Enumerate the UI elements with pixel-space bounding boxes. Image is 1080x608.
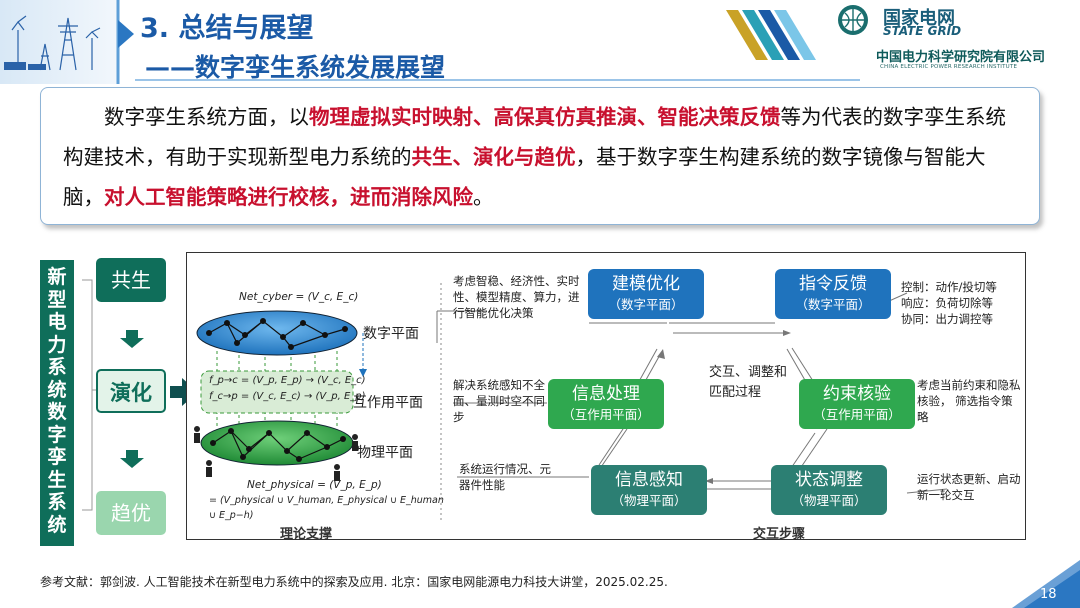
note-command-2: 响应：负荷切除等 — [901, 296, 993, 310]
summary-text-4: 。 — [473, 185, 494, 209]
vertical-label: 新型电力系统数字孪生系统 — [47, 266, 67, 536]
node-subtitle: （物理平面） — [791, 493, 867, 508]
page-number: 18 — [1040, 587, 1057, 602]
stage-symbiosis: 共生 — [96, 258, 166, 302]
node-state-adjustment: 状态调整 （物理平面） — [771, 465, 887, 515]
layer-label-interaction: 互作用平面 — [353, 395, 423, 411]
summary-text-1: 数字孪生系统方面，以 — [104, 105, 309, 129]
logo-text-cn: 国家电网 — [883, 8, 955, 29]
layer-label-digital: 数字平面 — [363, 326, 419, 342]
note-state-adjustment: 运行状态更新、启动新一轮交互 — [917, 472, 1021, 502]
summary-emphasis-3: 对人工智能策略进行校核，进而消除风险 — [104, 185, 473, 209]
node-info-processing: 信息处理 （互作用平面） — [548, 379, 664, 429]
summary-text-2: 等为代表的数字孪生系统构建技术，有助于实现新型电力系统的 — [63, 105, 1006, 169]
mapping-p-to-c: f_p→c = (V_p, E_p) → (V_c, E_c) — [209, 375, 366, 386]
reference-text: 参考文献：郭剑波. 人工智能技术在新型电力系统中的探索及应用. 北京：国家电网能… — [40, 575, 668, 589]
net-physical-expansion-2: ∪ E_p−h) — [209, 510, 254, 521]
node-subtitle: （数字平面） — [795, 297, 871, 312]
theory-caption: 理论支撑 — [280, 527, 333, 542]
node-command-feedback: 指令反馈 （数字平面） — [775, 269, 891, 319]
vertical-label-box — [40, 260, 74, 546]
header-banner: 3. 总结与展望 ——数字孪生系统发展展望 国家电网 STATE GRID 中国… — [0, 0, 1080, 84]
node-modeling-optimization: 建模优化 （数字平面） — [588, 269, 704, 319]
node-subtitle: （互作用平面） — [562, 407, 650, 422]
node-subtitle: （物理平面） — [611, 493, 687, 508]
summary-paragraph: 数字孪生系统方面，以物理虚拟实时映射、高保真仿真推演、智能决策反馈等为代表的数字… — [63, 97, 1023, 217]
node-title: 状态调整 — [795, 470, 863, 490]
node-title: 建模优化 — [612, 274, 680, 294]
net-cyber-formula: Net_cyber = (V_c, E_c) — [239, 291, 359, 303]
note-command-1: 控制：动作/投切等 — [901, 280, 997, 294]
node-title: 信息处理 — [572, 384, 640, 404]
interaction-caption: 交互步骤 — [753, 527, 806, 542]
node-constraint-check: 约束核验 （互作用平面） — [799, 379, 915, 429]
node-title: 信息感知 — [615, 470, 683, 490]
summary-emphasis-1: 物理虚拟实时映射、高保真仿真推演、智能决策反馈 — [309, 105, 781, 129]
node-subtitle: （数字平面） — [608, 297, 684, 312]
node-title: 指令反馈 — [799, 274, 867, 294]
header-graphics — [0, 0, 868, 84]
page-title: 3. 总结与展望 — [140, 13, 314, 44]
figure-panel: Net_cyber = (V_c, E_c) f_p→c = (V_p, E_p… — [186, 252, 1026, 542]
summary-emphasis-2: 共生、演化与趋优 — [411, 145, 576, 169]
note-command-3: 协同：出力调控等 — [901, 312, 993, 326]
note-info-processing: 解决系统感知不全面、量测时空不同步 — [453, 378, 545, 424]
summary-text-3: ，基于数字孪生构建系统的数字镜像与智能大脑， — [63, 145, 986, 209]
mapping-c-to-p: f_c→p = (V_c, E_c) → (V_p, E_p) — [209, 391, 366, 402]
net-physical-expansion-1: = (V_physical ∪ V_human, E_physical ∪ E_… — [209, 495, 444, 506]
center-process-label: 交互、调整和匹配过程 — [709, 365, 788, 400]
stage-optimization: 趋优 — [96, 491, 166, 535]
theory-graphic — [194, 283, 442, 523]
node-subtitle: （互作用平面） — [813, 407, 901, 422]
logo-text-en: STATE GRID — [883, 24, 962, 38]
note-modeling: 考虑智稳、经济性、实时性、模型精度、算力，进行智能优化决策 — [453, 274, 580, 320]
stage-evolution: 演化 — [96, 369, 166, 413]
org-name-en: CHINA ELECTRIC POWER RESEARCH INSTITUTE — [880, 64, 1018, 70]
note-info-sensing: 系统运行情况、元器件性能 — [459, 462, 551, 492]
note-constraint-check: 考虑当前约束和隐私核验， 筛选指令策略 — [917, 378, 1021, 424]
page-subtitle: ——数字孪生系统发展展望 — [145, 53, 446, 82]
net-physical-formula: Net_physical = (V_p, E_p) — [247, 479, 382, 491]
node-info-sensing: 信息感知 （物理平面） — [591, 465, 707, 515]
node-title: 约束核验 — [823, 384, 891, 404]
org-name-cn: 中国电力科学研究院有限公司 — [876, 50, 1046, 65]
layer-label-physical: 物理平面 — [357, 445, 413, 461]
summary-box: 数字孪生系统方面，以物理虚拟实时映射、高保真仿真推演、智能决策反馈等为代表的数字… — [40, 87, 1040, 225]
